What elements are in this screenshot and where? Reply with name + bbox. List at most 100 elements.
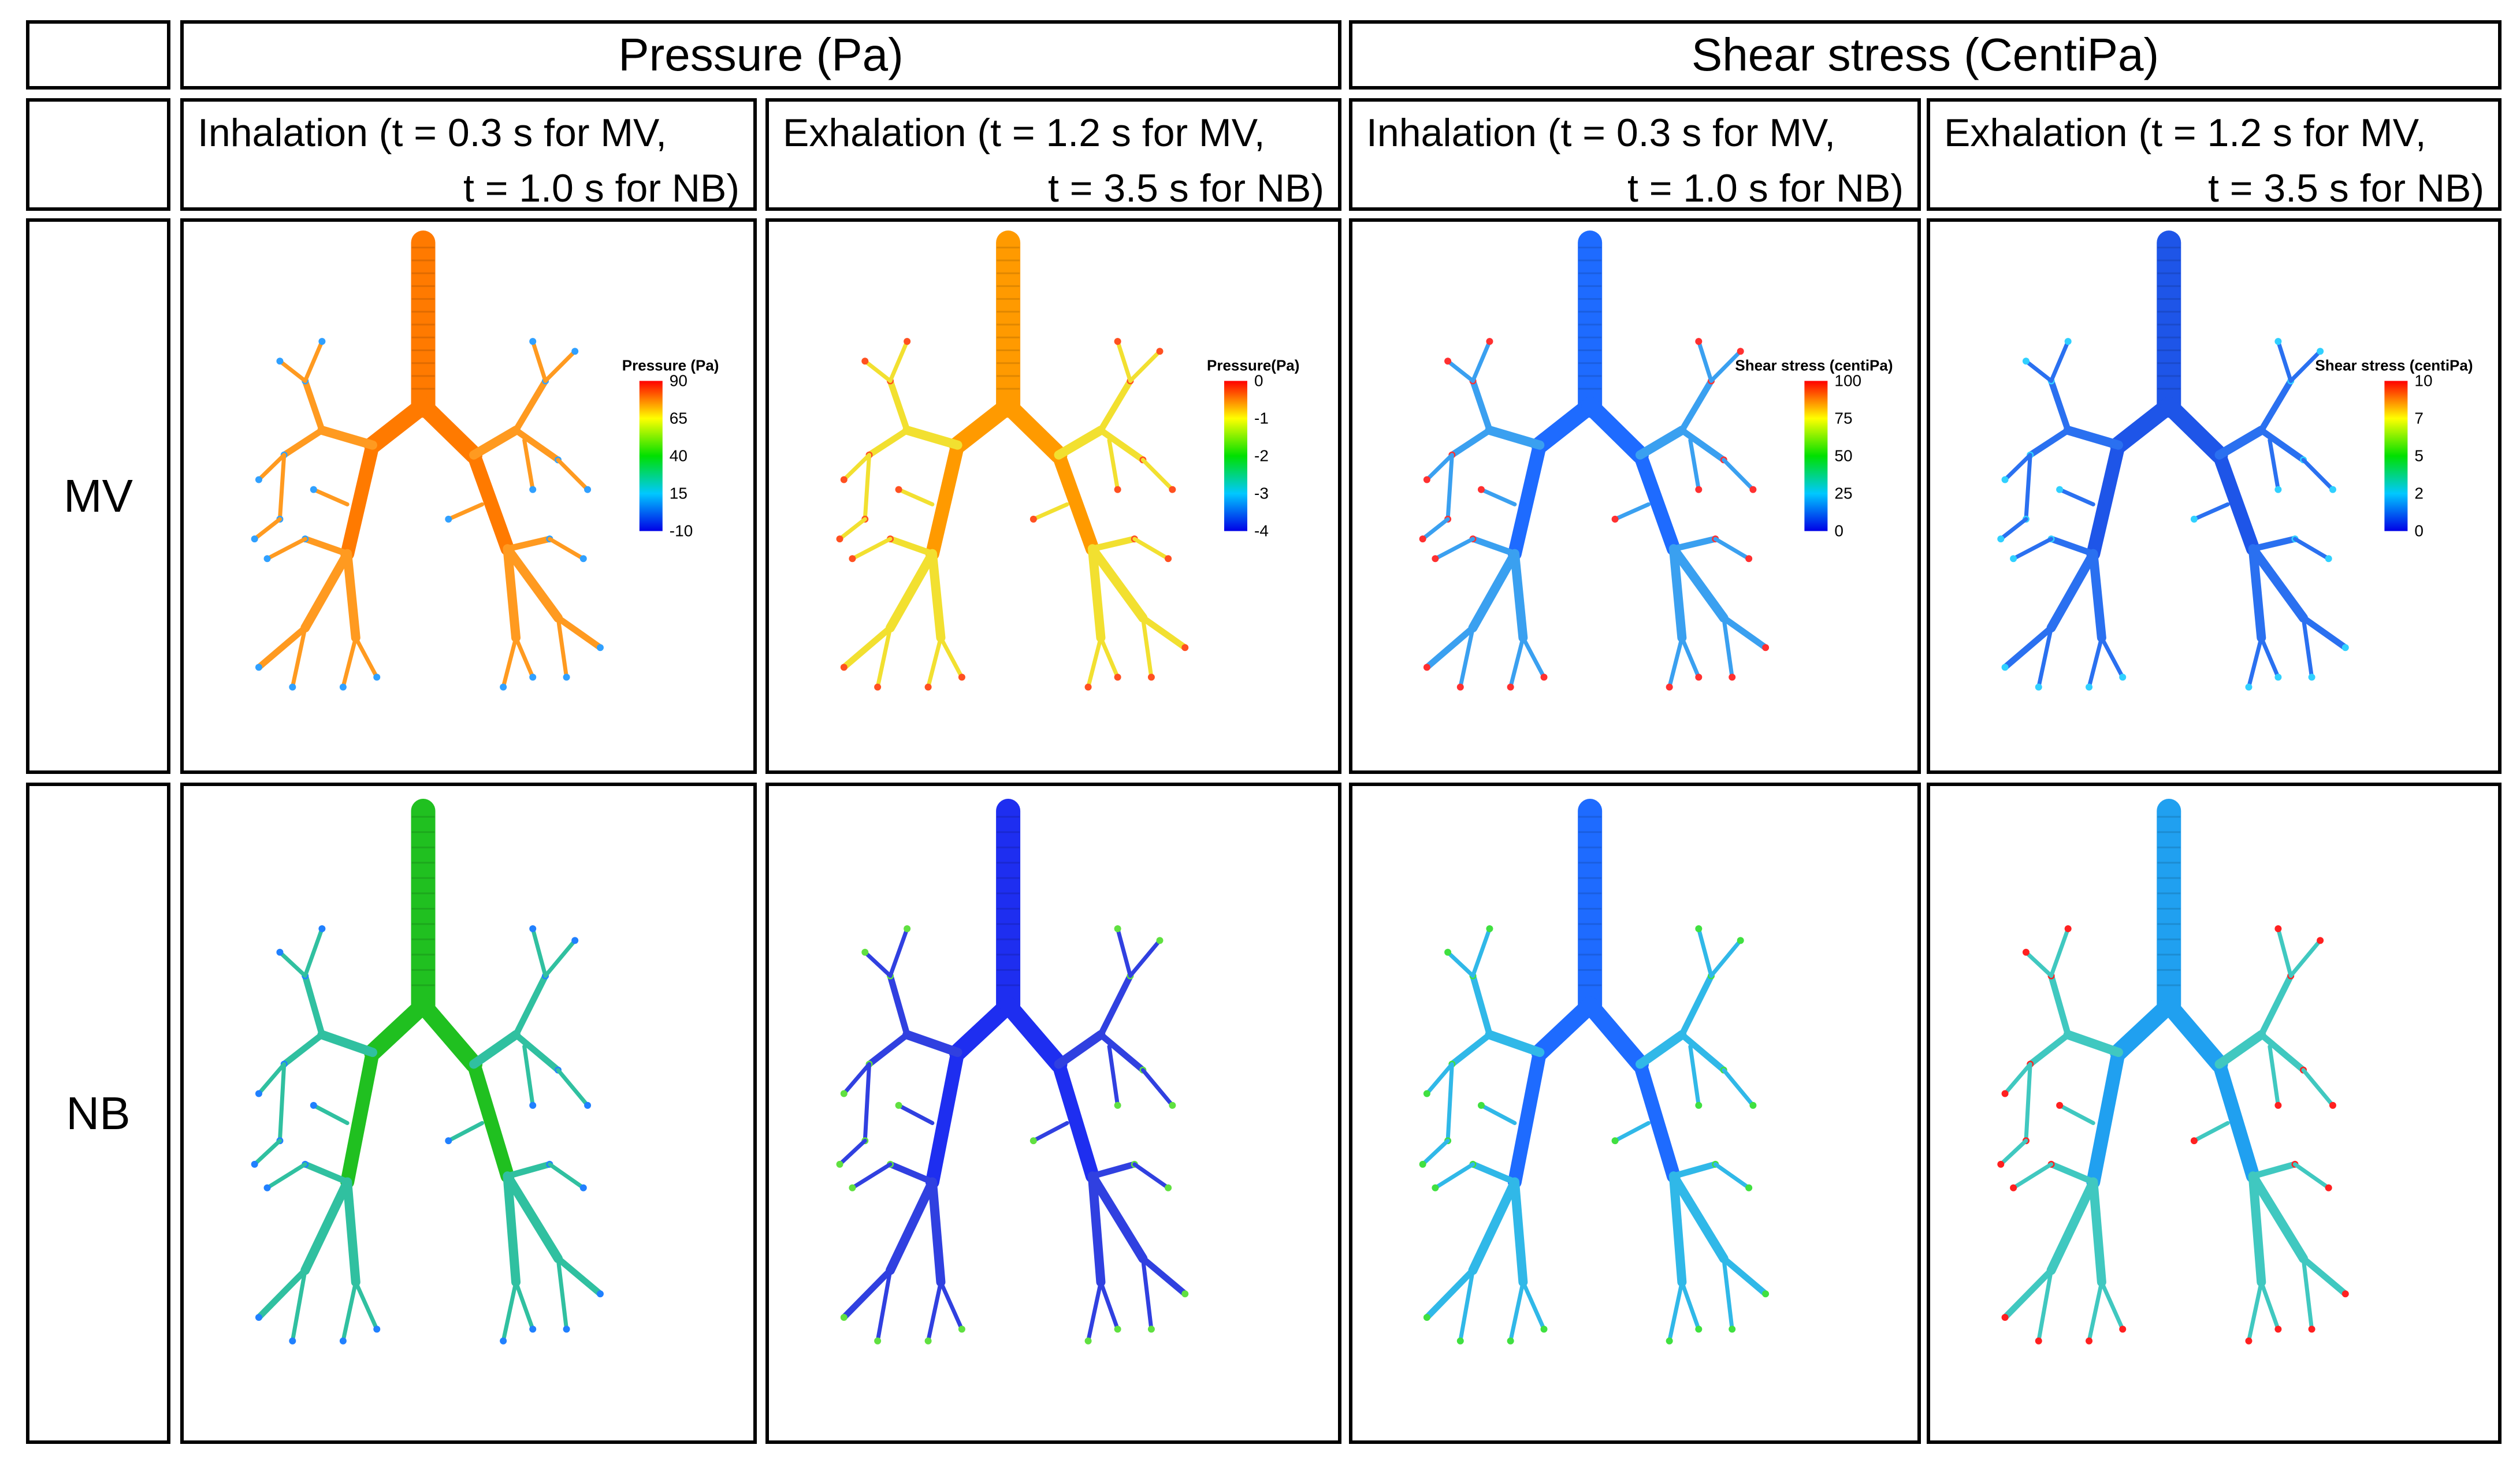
legend-tick-label: 65 xyxy=(670,409,687,427)
airway-branch xyxy=(1087,544,1148,623)
airway-tip xyxy=(1507,1337,1514,1345)
airway-tip xyxy=(1762,1290,1770,1298)
airway-branch xyxy=(1679,1280,1701,1331)
airway-branch xyxy=(311,1103,350,1125)
airway-tip xyxy=(1169,486,1176,493)
airway-branch xyxy=(2300,615,2349,651)
airway-branch xyxy=(866,427,910,459)
airway-tip xyxy=(1745,1184,1753,1192)
airway-tip xyxy=(2274,486,2282,493)
airway-tip xyxy=(1456,683,1464,691)
airway-branch xyxy=(2250,535,2298,552)
airway-branch xyxy=(886,549,937,632)
airway-branch xyxy=(255,624,309,671)
airway-branch xyxy=(1696,926,1714,978)
airway-branch xyxy=(2212,1057,2260,1183)
airway-branch xyxy=(547,537,586,561)
airway-branch xyxy=(1086,635,1103,690)
airway-branch xyxy=(340,438,380,561)
airway-branch xyxy=(2063,1030,2123,1058)
airway-branch xyxy=(1713,1162,1751,1190)
airway-branch xyxy=(504,535,553,552)
phase-header-4: Exhalation (t = 1.2 s for MV, t = 3.5 s … xyxy=(1927,98,2502,211)
airway-tip xyxy=(2001,664,2009,671)
airway-branch xyxy=(1668,544,1729,623)
legend-colorbar xyxy=(639,381,663,531)
airway-branch xyxy=(501,1280,518,1343)
airway-tip xyxy=(596,1290,604,1298)
airway-tip xyxy=(2274,338,2282,345)
airway-branch xyxy=(2192,1120,2230,1143)
airway-tip xyxy=(2325,555,2332,563)
airway-tip xyxy=(1745,555,1753,563)
airway-branch xyxy=(522,1044,535,1108)
phase-header-2-line2: t = 3.5 s for NB) xyxy=(1047,166,1324,210)
airway-tip xyxy=(2274,673,2282,681)
airway-tip xyxy=(596,644,604,651)
airway-branch xyxy=(343,1177,360,1287)
airway-tip xyxy=(373,673,381,681)
airway-branch xyxy=(1470,378,1493,434)
airway-branch xyxy=(302,973,325,1038)
airway-branch xyxy=(1098,1280,1120,1331)
airway-branch xyxy=(2002,624,2055,671)
airway-branch xyxy=(343,549,360,643)
airway-branch xyxy=(317,426,377,450)
airway-tip xyxy=(2010,1184,2017,1192)
airway-branch xyxy=(277,453,287,522)
airway-tip xyxy=(1486,338,1493,345)
airway-branch xyxy=(277,1062,287,1143)
airway-branch xyxy=(2276,926,2293,978)
airway-tip xyxy=(1729,1325,1736,1333)
airway-tip xyxy=(1423,1313,1430,1321)
airway-branch xyxy=(1668,1171,1729,1264)
airway-tip xyxy=(1029,1137,1037,1145)
airway-branch xyxy=(850,1162,893,1190)
airway-tip xyxy=(584,486,592,493)
airway-branch xyxy=(1139,615,1188,651)
airway-branch xyxy=(1485,426,1545,450)
airway-tip xyxy=(1540,673,1548,681)
phase-header-2-line1: Exhalation (t = 1.2 s for MV, xyxy=(783,111,1265,155)
airway-branch xyxy=(838,1138,867,1167)
phase-header-1: Inhalation (t = 0.3 s for MV, t = 1.0 s … xyxy=(180,98,757,211)
airway-branch xyxy=(897,1103,935,1125)
corner-cell-top xyxy=(26,20,170,90)
airway-branch xyxy=(1128,349,1162,383)
airway-branch xyxy=(1087,1171,1106,1287)
airway-branch xyxy=(1709,349,1743,383)
airway-tree-nb-pressure-inhalation xyxy=(251,799,604,1345)
airway-tip xyxy=(904,925,911,932)
airway-tip xyxy=(2274,925,2282,932)
legend-title: Shear stress (centiPa) xyxy=(1735,357,1893,374)
legend-tick-label: 7 xyxy=(2414,409,2424,427)
airway-tip xyxy=(1114,338,1121,345)
airway-tip xyxy=(1729,673,1736,681)
airway-branch xyxy=(300,549,352,632)
airway-branches xyxy=(836,799,1189,1345)
airway-branch xyxy=(2258,1032,2307,1074)
airway-tip xyxy=(1423,476,1430,483)
airway-branches xyxy=(251,799,604,1345)
airway-branch xyxy=(863,453,872,522)
airway-branch xyxy=(2027,427,2072,459)
airway-branch xyxy=(1087,544,1106,643)
airway-branch xyxy=(887,1161,936,1185)
airway-tip xyxy=(2035,683,2042,691)
airway-tip xyxy=(500,683,507,691)
airway-branch xyxy=(543,938,577,978)
airway-tip xyxy=(2190,1137,2198,1145)
airway-branch xyxy=(902,426,962,450)
airway-branch xyxy=(501,635,518,690)
airway-branch xyxy=(446,502,485,522)
airway-branch xyxy=(1667,635,1684,690)
legend-tick-label: -3 xyxy=(1254,485,1269,502)
airway-branch xyxy=(556,1068,590,1108)
airway-branch xyxy=(2048,378,2072,434)
airway-branch xyxy=(1448,427,1493,459)
airway-tip xyxy=(1456,1337,1464,1345)
